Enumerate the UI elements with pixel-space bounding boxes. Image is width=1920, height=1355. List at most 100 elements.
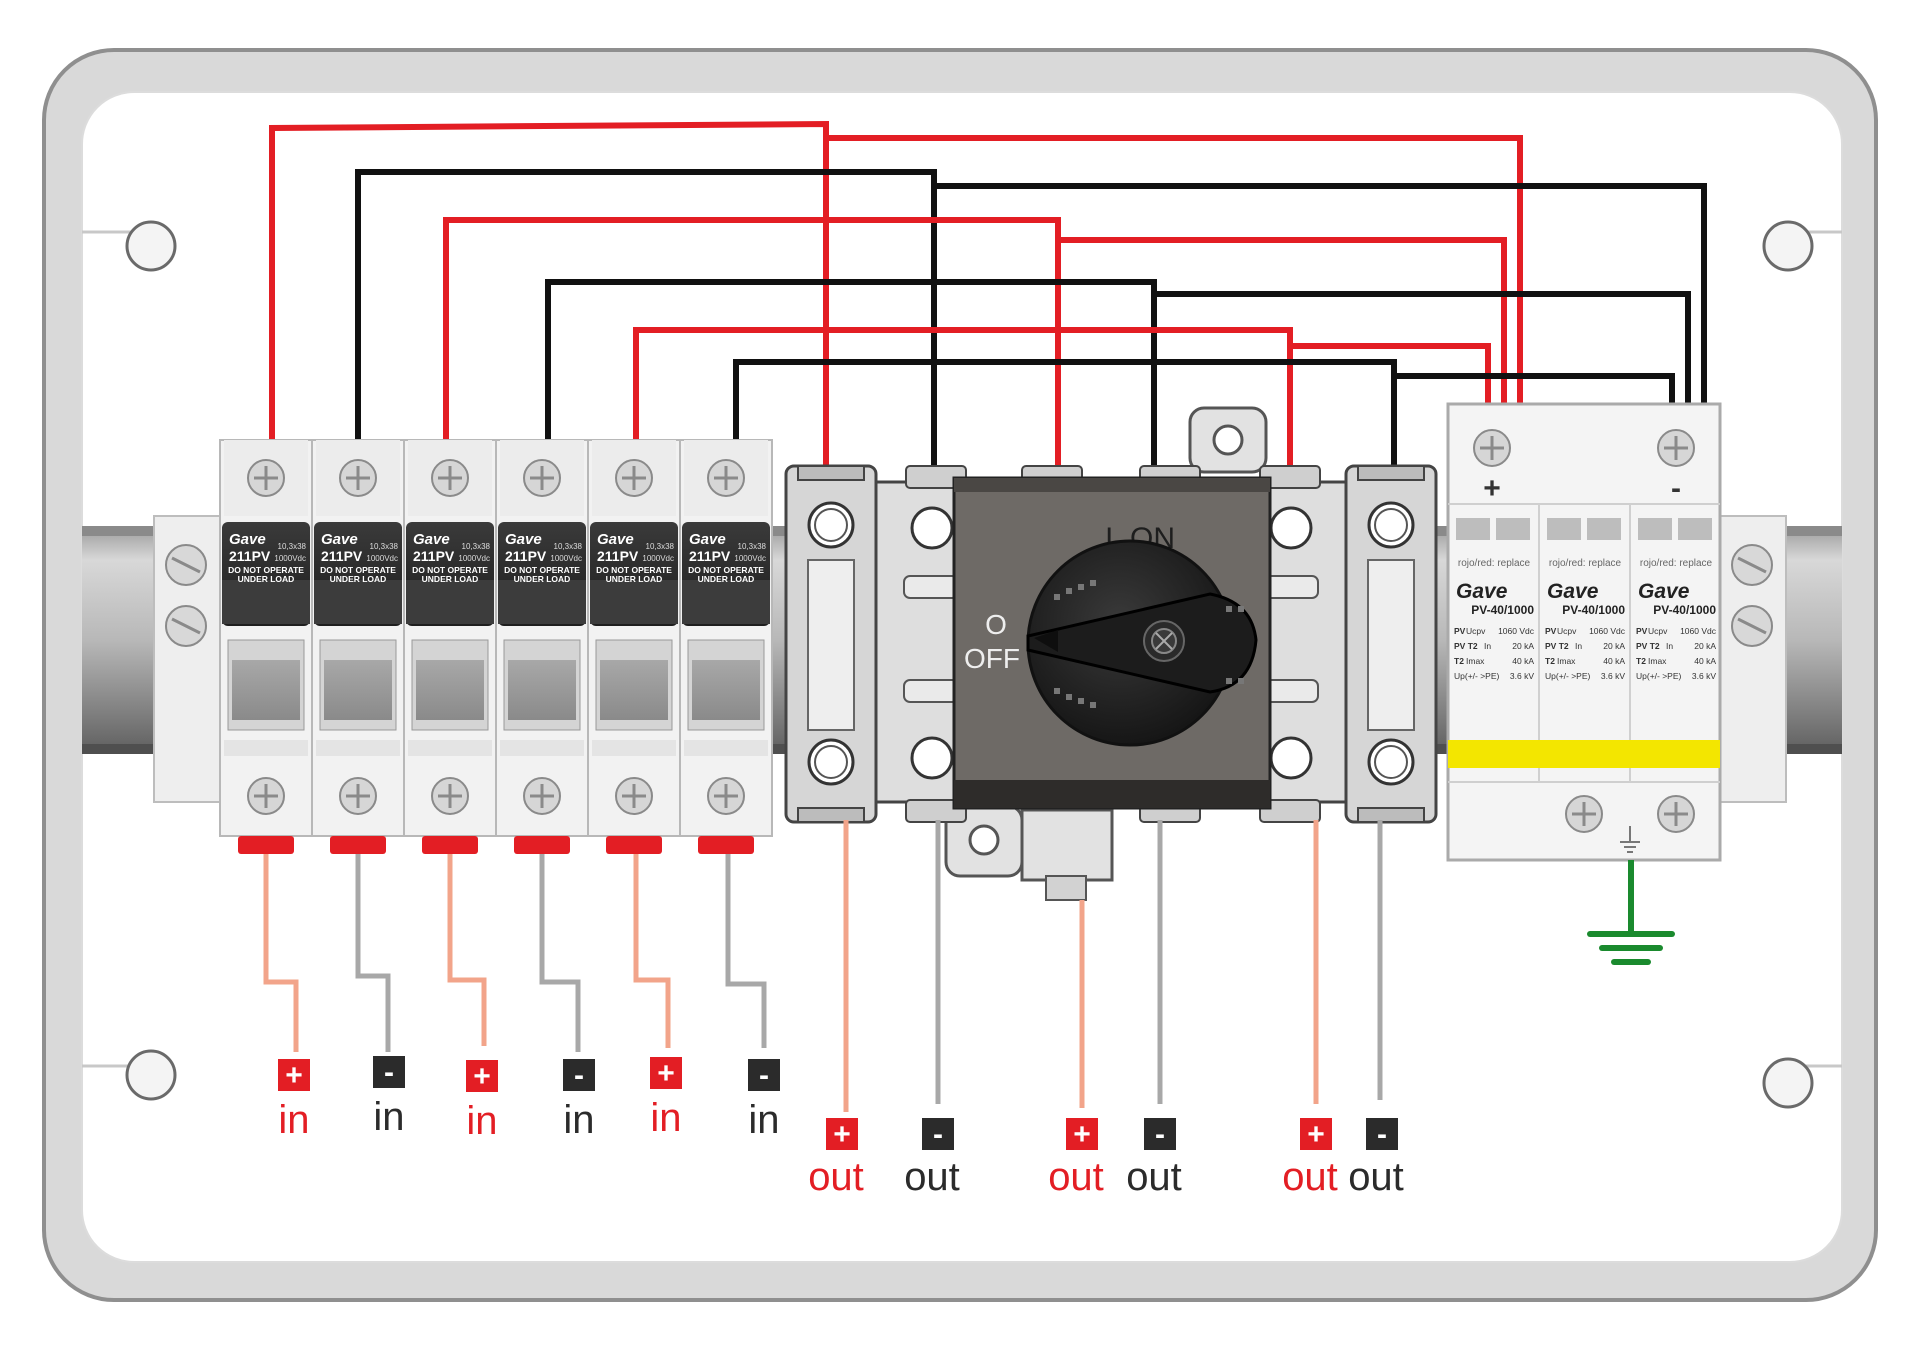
spd-spec-tag: T2 — [1636, 656, 1646, 666]
input-terminal-3: +in — [466, 1060, 498, 1143]
spd-spec-tag: PV T2 — [1454, 641, 1478, 651]
plus-badge-icon: + — [1066, 1118, 1098, 1151]
input-wire-2 — [355, 854, 391, 1052]
spd-spec-name: Imax — [1466, 656, 1485, 666]
mounting-hole-br — [1762, 1057, 1814, 1109]
spd-spec-name: Ucpv — [1466, 626, 1486, 636]
output-label: out — [1282, 1155, 1338, 1199]
minus-badge-icon: - — [563, 1059, 595, 1092]
fuse-size: 10,3x38 — [554, 542, 583, 551]
fuse-size: 10,3x38 — [646, 542, 675, 551]
earth-symbol-icon — [1620, 826, 1640, 853]
fuse-warning-2: UNDER LOAD — [330, 574, 387, 584]
spd-earth-terminal — [1565, 795, 1695, 853]
input-label: in — [563, 1098, 594, 1142]
svg-text:-: - — [1155, 1118, 1165, 1151]
top-wire-2 — [355, 169, 937, 470]
top-wire-4 — [545, 279, 1157, 470]
output-label: out — [1126, 1155, 1182, 1199]
minus-badge-icon: - — [922, 1118, 954, 1151]
spd-plus-label: + — [1483, 472, 1501, 505]
input-label: in — [373, 1095, 404, 1139]
fuse-warning-2: UNDER LOAD — [514, 574, 571, 584]
mounting-hole-tr — [1762, 220, 1814, 272]
fuse-voltage: 1000Vdc — [642, 554, 674, 563]
switch-left-terminal-block — [784, 464, 878, 824]
fuse-voltage: 1000Vdc — [550, 554, 582, 563]
minus-badge-icon: - — [1144, 1118, 1176, 1151]
svg-text:+: + — [657, 1057, 675, 1090]
spd-spec-name: In — [1575, 641, 1582, 651]
output-label: out — [1048, 1155, 1104, 1199]
spd-spec-tag: PV T2 — [1636, 641, 1660, 651]
fuse-voltage: 1000Vdc — [458, 554, 490, 563]
input-wire-5 — [633, 854, 671, 1048]
output-label: out — [904, 1155, 960, 1199]
spd-spec-value: 1060 Vdc — [1589, 626, 1626, 636]
spd-spec-value: 40 kA — [1603, 656, 1625, 666]
fuse-voltage: 1000Vdc — [274, 554, 306, 563]
svg-text:+: + — [833, 1118, 851, 1151]
plus-badge-icon: + — [278, 1059, 310, 1092]
top-wire-10 — [1154, 291, 1691, 404]
spd-terminal-minus — [1657, 429, 1695, 467]
spd-replace-label: rojo/red: replace — [1549, 558, 1622, 569]
input-label: in — [278, 1098, 309, 1142]
output-terminal-labels: +out-out+out-out+out-out — [808, 1118, 1404, 1199]
mounting-hole-bl — [125, 1049, 177, 1101]
output-label: out — [808, 1155, 864, 1199]
spd-spec-value: 3.6 kV — [1510, 671, 1534, 681]
fuse-brand: Gave — [505, 531, 542, 548]
fuse-warning-2: UNDER LOAD — [606, 574, 663, 584]
fuse-model: 211PV — [597, 548, 639, 564]
svg-text:-: - — [574, 1059, 584, 1092]
mounting-hole-tl — [125, 220, 177, 272]
output-terminal-3: + out — [1048, 1118, 1104, 1199]
spd-spec-tag: T2 — [1454, 656, 1464, 666]
fuse-voltage: 1000Vdc — [366, 554, 398, 563]
plus-badge-icon: + — [826, 1118, 858, 1151]
ground-symbol-icon — [1587, 931, 1675, 965]
fuse-warning-2: UNDER LOAD — [698, 574, 755, 584]
top-wire-8 — [934, 183, 1707, 404]
spd-replace-label: rojo/red: replace — [1458, 558, 1531, 569]
spd-brand: Gave — [1456, 580, 1508, 603]
spd-spec-tag: PV T2 — [1545, 641, 1569, 651]
fuse-warning-1: DO NOT OPERATE — [596, 565, 672, 575]
fuse-indicator — [422, 836, 478, 854]
input-terminal-6: -in — [748, 1059, 780, 1142]
spd-spec-tag: PV — [1545, 626, 1557, 636]
fuse-warning-2: UNDER LOAD — [238, 574, 295, 584]
spd-spec-value: 40 kA — [1694, 656, 1716, 666]
fuse-warning-1: DO NOT OPERATE — [320, 565, 396, 575]
spd-spec-name: Up(+/- >PE) — [1636, 671, 1682, 681]
input-terminal-4: - in — [563, 1059, 595, 1142]
spd-model: PV-40/1000 — [1653, 603, 1716, 617]
output-label: out — [1348, 1155, 1404, 1199]
minus-badge-icon: - — [748, 1059, 780, 1092]
rotary-handle[interactable] — [1026, 539, 1258, 747]
fuse-brand: Gave — [229, 531, 266, 548]
fuse-size: 10,3x38 — [278, 542, 307, 551]
switch-right-terminal-block — [1344, 464, 1438, 824]
spd-spec-name: Up(+/- >PE) — [1545, 671, 1591, 681]
spd-model: PV-40/1000 — [1471, 603, 1534, 617]
spd-spec-name: In — [1484, 641, 1491, 651]
top-wire-7 — [826, 135, 1523, 404]
dc-disconnect-switch: I ON O OFF — [784, 406, 1438, 901]
fuse-warning-1: DO NOT OPERATE — [412, 565, 488, 575]
input-terminal-1: + in — [278, 1059, 310, 1142]
fuse-warning-1: DO NOT OPERATE — [504, 565, 580, 575]
fuse-warning-2: UNDER LOAD — [422, 574, 479, 584]
